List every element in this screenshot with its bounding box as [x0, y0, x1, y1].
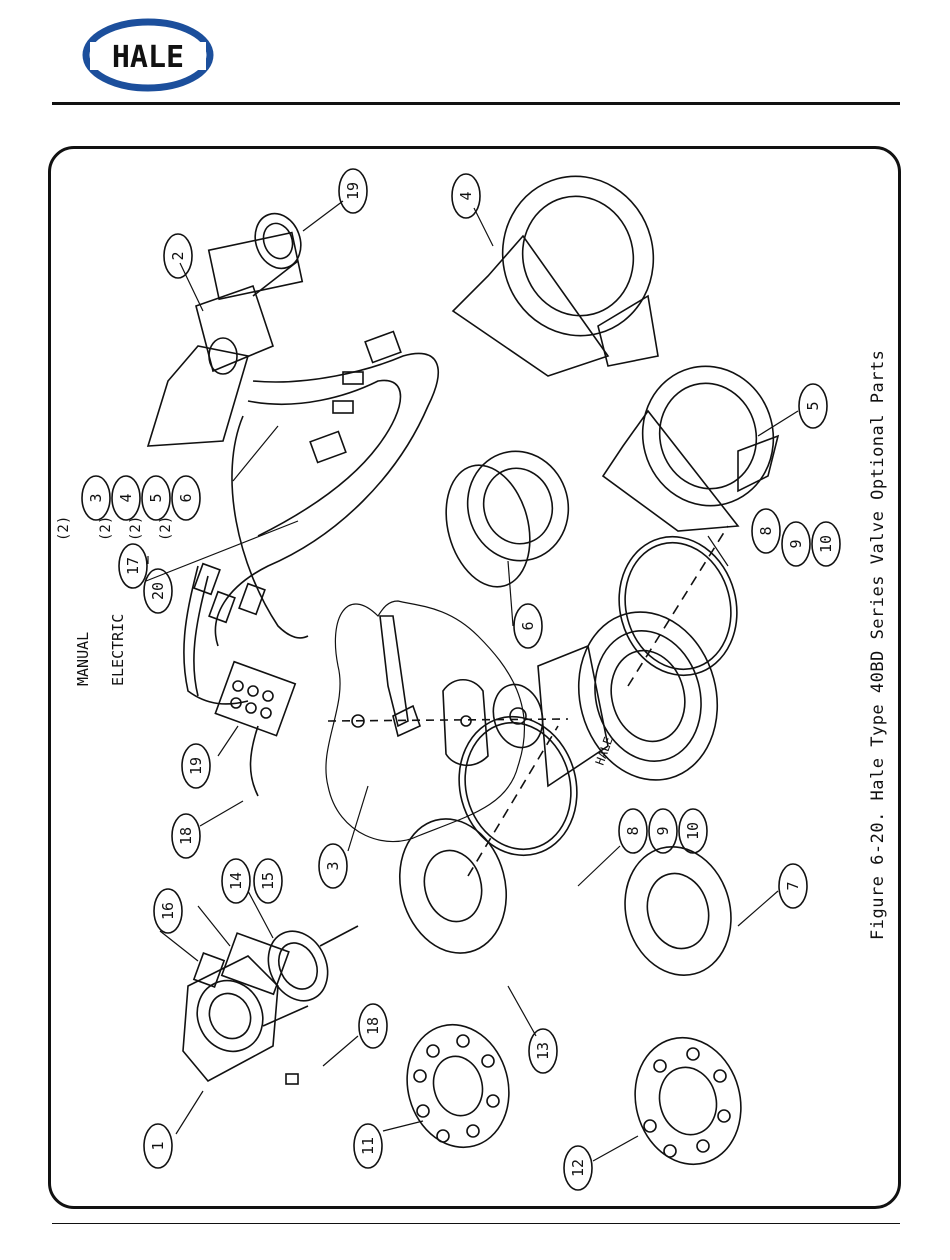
svg-text:3: 3	[324, 861, 342, 870]
svg-text:10: 10	[684, 822, 702, 840]
callout-13: 13	[529, 1029, 557, 1073]
callout-9-lower: 9	[649, 809, 677, 853]
svg-text:20: 20	[149, 582, 167, 600]
part-15-handwheel	[194, 922, 358, 1011]
callout-2: 2	[164, 234, 192, 278]
svg-text:7: 7	[784, 881, 802, 890]
wiring-harness	[184, 332, 438, 704]
svg-text:17: 17	[124, 557, 142, 575]
svg-text:5: 5	[804, 401, 822, 410]
svg-text:6: 6	[519, 621, 537, 630]
callout-5-qty: 5	[142, 476, 170, 520]
part-19-indicator-plate	[215, 662, 295, 796]
svg-text:2: 2	[169, 251, 187, 260]
svg-text:5: 5	[147, 493, 165, 502]
callout-9-upper: 9	[782, 522, 810, 566]
part-6-adapter	[433, 440, 580, 596]
svg-text:9: 9	[787, 539, 805, 548]
svg-text:16: 16	[159, 902, 177, 920]
part-5-housing	[603, 352, 789, 531]
callout-10-upper: 10	[812, 522, 840, 566]
callout-16: 16	[154, 889, 182, 933]
callout-19-top: 19	[339, 169, 367, 213]
svg-text:6: 6	[177, 493, 195, 502]
svg-text:14: 14	[227, 872, 245, 890]
label-electric: ELECTRIC	[109, 614, 127, 686]
svg-text:18: 18	[177, 827, 195, 845]
callout-18-upper: 18	[172, 814, 200, 858]
label-manual: MANUAL	[74, 632, 92, 686]
svg-text:19: 19	[187, 757, 205, 775]
callout-6-qty: 6	[172, 476, 200, 520]
part-1-manual-actuator	[183, 956, 308, 1084]
part-12-bolt-ring	[621, 1026, 755, 1177]
callout-12: 12	[564, 1146, 592, 1190]
svg-text:10: 10	[817, 535, 835, 553]
qty-label-4: (2)	[158, 516, 174, 541]
callout-11: 11	[354, 1124, 382, 1168]
hale-logo: HALE	[78, 12, 218, 98]
callout-4-qty: 4	[112, 476, 140, 520]
callout-15: 15	[254, 859, 282, 903]
svg-text:1: 1	[149, 1141, 167, 1150]
svg-text:3: 3	[87, 493, 105, 502]
callout-6: 6	[514, 604, 542, 648]
callout-8-upper: 8	[752, 509, 780, 553]
svg-text:4: 4	[457, 191, 475, 200]
callout-17: 17	[119, 544, 147, 588]
part-13-flange	[385, 807, 521, 965]
svg-text:11: 11	[359, 1137, 377, 1155]
callout-1: 1	[144, 1124, 172, 1168]
svg-text:12: 12	[569, 1159, 587, 1177]
svg-text:18: 18	[364, 1017, 382, 1035]
part-7-flange	[611, 835, 745, 987]
callout-7: 7	[779, 864, 807, 908]
qty-label-3: (2)	[128, 516, 144, 541]
exploded-parts-diagram: HALE	[48, 146, 901, 1209]
callout-14: 14	[222, 859, 250, 903]
qty-label-1: (2)	[56, 516, 72, 541]
svg-text:8: 8	[757, 526, 775, 535]
callout-3-bracket: 3	[319, 844, 347, 888]
svg-text:19: 19	[344, 182, 362, 200]
part-4-housing	[453, 159, 671, 376]
callout-3-qty: 3	[82, 476, 110, 520]
svg-text:13: 13	[534, 1042, 552, 1060]
callout-18-lower: 18	[359, 1004, 387, 1048]
svg-text:9: 9	[654, 826, 672, 835]
callout-19-lower: 19	[182, 744, 210, 788]
svg-text:15: 15	[259, 872, 277, 890]
callout-5: 5	[799, 384, 827, 428]
svg-text:8: 8	[624, 826, 642, 835]
footer-rule	[52, 1223, 900, 1224]
clamp-lower	[444, 703, 592, 876]
part-2-electric-actuator	[148, 233, 302, 446]
callout-10-lower: 10	[679, 809, 707, 853]
clamp-upper	[604, 523, 752, 688]
callout-8-lower: 8	[619, 809, 647, 853]
svg-text:4: 4	[117, 493, 135, 502]
part-11-bolt-ring	[394, 1013, 523, 1159]
qty-label-2: (2)	[98, 516, 114, 541]
logo-wordmark: HALE	[112, 40, 184, 75]
header-rule	[52, 102, 900, 105]
callout-20: 20	[144, 569, 172, 613]
callout-4: 4	[452, 174, 480, 218]
